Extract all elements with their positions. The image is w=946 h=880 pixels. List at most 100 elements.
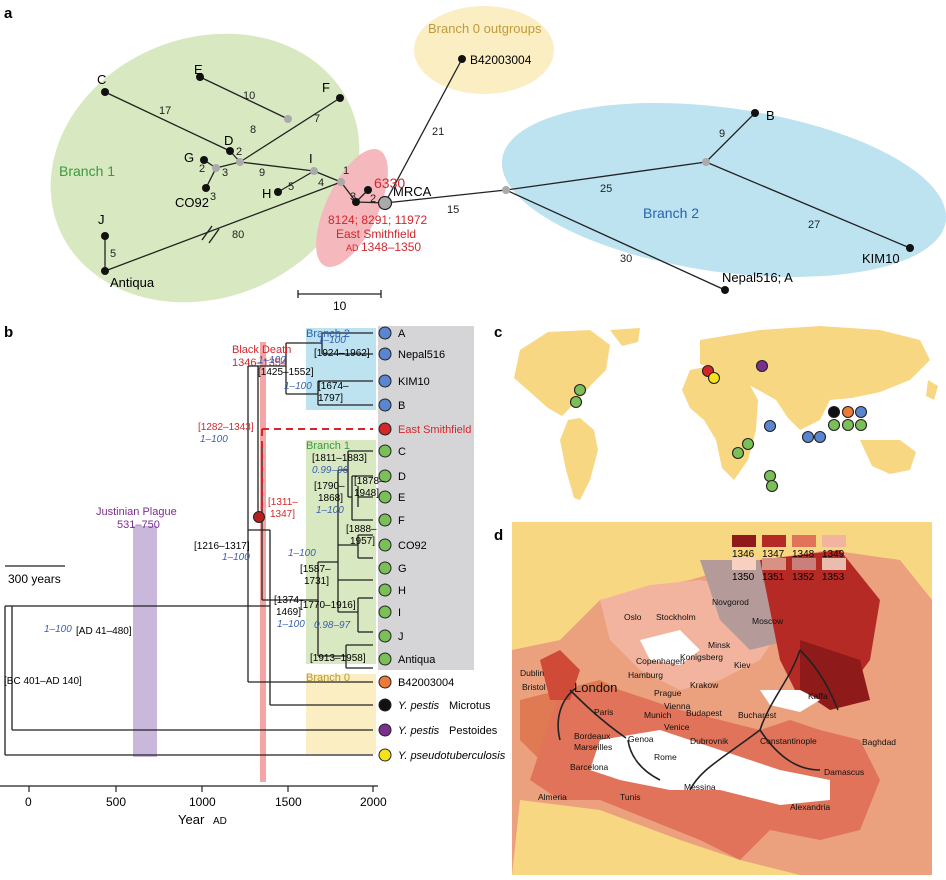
date-d23: 1–100 [288,548,316,559]
city-budapest: Budapest [686,708,723,718]
branch1-box-label: Branch 1 [306,440,350,452]
city-paris: Paris [594,707,613,717]
date-d27: [1374– [274,595,305,606]
city-dublin: Dublin [520,668,544,678]
date-d25: 1731] [304,576,329,587]
black-death-label: Black Death [232,344,291,356]
tip-Antiqua: Antiqua [398,654,436,666]
panel-label-b: b [4,324,13,341]
tip-CO92: CO92 [398,540,427,552]
black-death-band [260,342,266,782]
edge-5b: 5 [110,248,116,260]
tree-b-edges [4,332,373,756]
date-d11: 0.99–96 [312,465,349,476]
tip-C: C [398,446,406,458]
city-krakow: Krakow [690,680,719,690]
black-death-node [253,511,265,523]
date-d8: [1282–1343] [198,422,254,433]
city-baghdad: Baghdad [862,737,896,747]
date-d14: [1790– [314,481,345,492]
branch0-ellipse [414,6,554,94]
date-d12: [1878– [354,476,385,487]
break-mark [208,228,220,244]
city-copenhagen: Copenhagen [636,656,685,666]
edge-3c: 3 [350,191,356,203]
node-CO92: CO92 [175,195,209,210]
tips-grey-box [378,326,474,670]
tip-Nepal516: Nepal516 [398,349,445,361]
node-H: H [262,186,271,201]
tip-nodes-a [101,55,914,294]
city-damascus: Damascus [824,767,864,777]
city-bordeaux: Bordeaux [574,731,611,741]
city-konigsberg: Konigsberg [680,652,723,662]
legend-1352: 1352 [792,572,815,583]
branch0-label: Branch 0 outgroups [428,21,542,36]
justinian-label: Justinian Plague [96,506,177,518]
world-map [514,326,938,500]
date-d21: [1216–1317] [194,541,250,552]
tip-pest-1: Y. pestis [398,725,440,737]
city-dubrovnik: Dubrovnik [690,736,729,746]
tip-B: B [398,400,405,412]
date-d6: [1674– [318,381,349,392]
tip-KIM10: KIM10 [398,376,430,388]
x-axis-label-ad: AD [213,816,227,827]
edge-2c: 2 [370,193,376,205]
node-J: J [98,212,105,227]
node-I: I [309,151,313,166]
tip-pest-2: Pestoides [449,725,498,737]
city-vienna: Vienna [664,701,691,711]
node-B: B [766,108,775,123]
edge-8: 8 [250,124,256,136]
x-axis-label: Year [178,812,205,827]
tick-500: 500 [106,795,126,809]
edge-17: 17 [159,105,171,117]
branch1-label: Branch 1 [59,163,115,179]
node-Antiqua: Antiqua [110,275,155,290]
city-oslo: Oslo [624,612,642,622]
node-F: F [322,80,330,95]
city-stockholm: Stockholm [656,612,696,622]
city-moscow: Moscow [752,616,784,626]
edge-9: 9 [259,167,265,179]
scale-label-a: 10 [333,299,347,313]
legend-1350: 1350 [732,572,755,583]
edge-21: 21 [432,126,444,138]
city-bristol: Bristol [522,682,546,692]
node-C: C [97,72,106,87]
date-d4: [1425–1552] [258,367,314,378]
legend-1349: 1349 [822,549,845,560]
tick-1500: 1500 [275,795,302,809]
node-G: G [184,150,194,165]
panel-label-d: d [494,527,503,544]
date-d31: [1913–1958] [310,653,366,664]
tip-E: E [398,492,405,504]
edge-1: 1 [343,165,349,177]
edge-9b: 9 [719,128,725,140]
break-mark [201,225,213,241]
black-death-years: 1346–1354 [232,357,287,369]
node-D: D [224,133,233,148]
spread-arrows [557,649,839,791]
legend-1346: 1346 [732,549,755,560]
city-barcelona: Barcelona [570,762,609,772]
city-tunis: Tunis [620,792,640,802]
edge-10: 10 [243,90,255,102]
es-ids: 8124; 8291; 11972 [328,213,428,227]
city-marseilles: Marseilles [574,742,612,752]
date-d9: 1–100 [200,434,228,445]
panel-label-a: a [4,5,13,22]
city-munich: Munich [644,710,672,720]
branch0-box-label: Branch 0 [306,672,350,684]
tip-circles-b [378,326,392,762]
sample-points-map [569,359,868,493]
date-d18: 1347] [270,509,295,520]
legend-1347: 1347 [762,549,785,560]
city-kaffa: Kaffa [808,691,828,701]
east-smithfield-ellipse [316,148,388,268]
date-d7: 1797] [318,393,343,404]
edge-3: 3 [222,167,228,179]
date-d19: [1888– [346,524,377,535]
city-novgorod: Novgorod [712,597,749,607]
